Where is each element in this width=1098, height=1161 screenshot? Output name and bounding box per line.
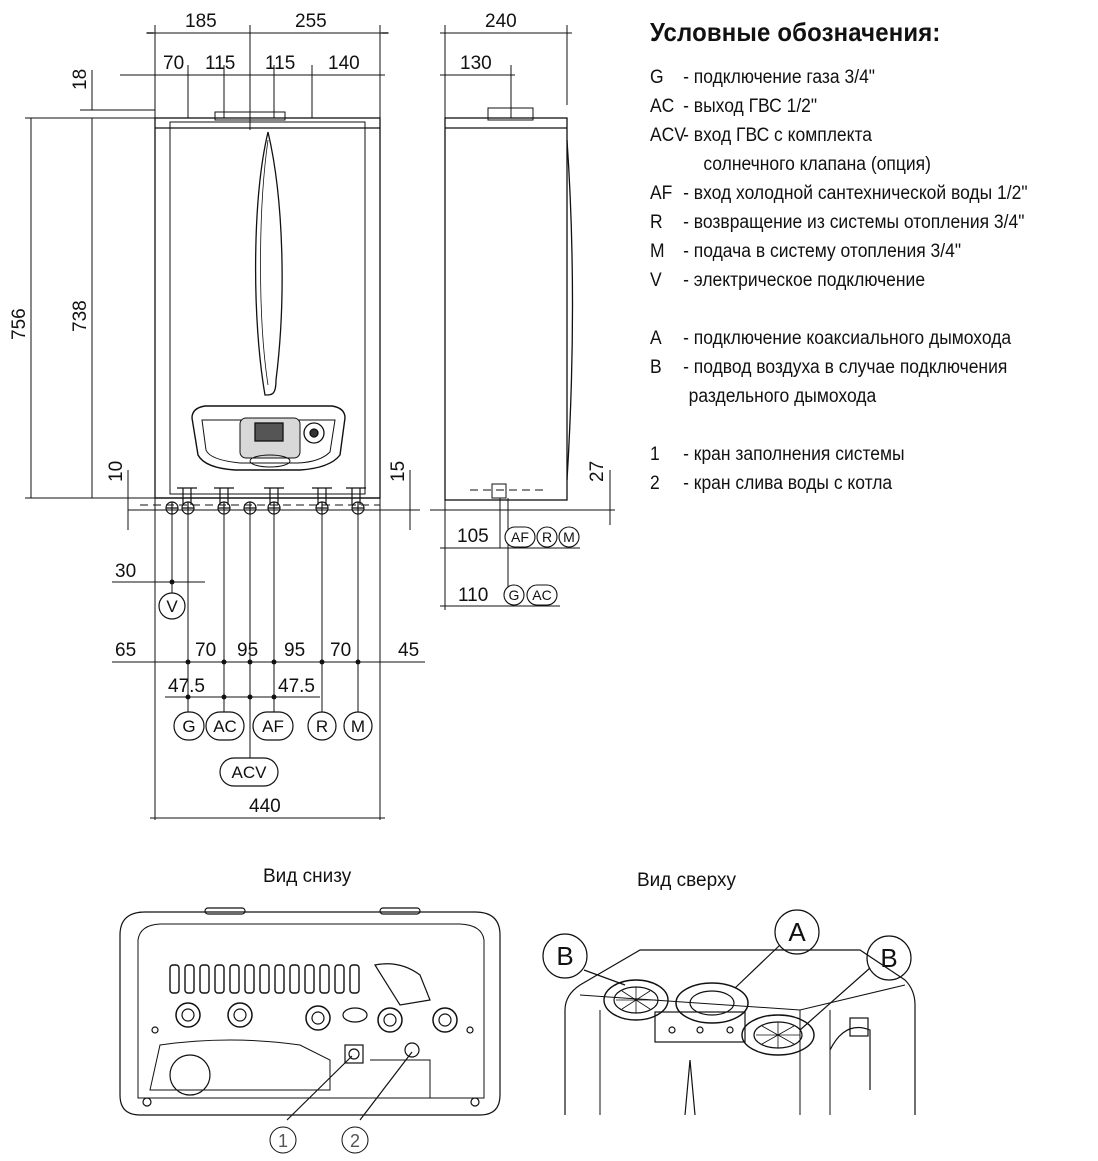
dim-240: 240 bbox=[485, 11, 517, 32]
bottom-view-title: Вид снизу bbox=[263, 866, 352, 887]
legend-text: - подключение коаксиального дымохода bbox=[683, 328, 1012, 349]
legend-item: ACV- вход ГВС с комплекта bbox=[650, 121, 1055, 150]
legend-text: - подвод воздуха в случае подключения bbox=[683, 357, 1008, 378]
dim-756: 756 bbox=[9, 308, 30, 340]
legend-text: - выход ГВС 1/2" bbox=[683, 96, 818, 117]
dim-65: 65 bbox=[115, 640, 136, 661]
tag-R: R bbox=[316, 717, 328, 736]
legend-title: Условные обозначения: bbox=[650, 17, 941, 47]
legend-code: 2 bbox=[650, 473, 660, 494]
dim-27: 27 bbox=[587, 461, 608, 482]
side-tag-M: M bbox=[563, 529, 575, 545]
legend-text: раздельного дымохода bbox=[688, 386, 877, 407]
dim-18: 18 bbox=[70, 69, 91, 90]
dim-70-top: 70 bbox=[163, 53, 184, 74]
dim-45: 45 bbox=[398, 640, 419, 661]
tag-M: M bbox=[351, 717, 365, 736]
legend-code: B bbox=[650, 357, 662, 378]
callout-A: A bbox=[788, 917, 806, 947]
dim-255: 255 bbox=[295, 11, 327, 32]
front-view bbox=[128, 111, 420, 515]
legend-text: - вход ГВС с комплекта bbox=[683, 125, 872, 146]
dim-130: 130 bbox=[460, 53, 492, 74]
tag-ACV: ACV bbox=[232, 763, 268, 782]
callout-1: 1 bbox=[278, 1131, 288, 1151]
dim-95-a: 95 bbox=[237, 640, 258, 661]
dim-30: 30 bbox=[115, 561, 136, 582]
legend-code: AF bbox=[650, 183, 673, 204]
legend-text: - вход холодной сантехнической воды 1/2" bbox=[683, 183, 1028, 204]
legend-item: V - электрическое подключение bbox=[650, 266, 1055, 295]
dim-10: 10 bbox=[106, 461, 127, 482]
bottom-view-callouts: 1 2 bbox=[278, 1131, 360, 1151]
dim-70-b: 70 bbox=[330, 640, 351, 661]
side-tag-AF: AF bbox=[511, 529, 529, 545]
legend: Условные обозначения: G - подключение газ… bbox=[650, 18, 1055, 498]
air-inlet-fan-right bbox=[741, 1014, 815, 1056]
dim-140: 140 bbox=[328, 53, 360, 74]
top-view bbox=[542, 909, 916, 1116]
legend-code: V bbox=[650, 270, 662, 291]
dim-15: 15 bbox=[388, 461, 409, 482]
callout-B-right: B bbox=[880, 943, 897, 973]
legend-code: ACV bbox=[650, 125, 686, 146]
legend-item: A - подключение коаксиального дымохода bbox=[650, 324, 1055, 353]
legend-item: 2 - кран слива воды с котла bbox=[650, 469, 1055, 498]
dim-738: 738 bbox=[70, 300, 91, 332]
top-view-callouts: B A B bbox=[556, 917, 897, 973]
side-tags: AF R M G AC bbox=[503, 526, 580, 606]
side-tag-AC: AC bbox=[532, 587, 551, 603]
front-dimensions: 185 255 70 115 115 140 18 756 738 10 15 … bbox=[9, 11, 425, 820]
legend-item: AC - выход ГВС 1/2" bbox=[650, 92, 1055, 121]
air-inlet-fan-left bbox=[603, 979, 669, 1021]
legend-item: G - подключение газа 3/4" bbox=[650, 63, 1055, 92]
legend-text: - подключение газа 3/4" bbox=[683, 67, 876, 88]
legend-text: - возвращение из системы отопления 3/4" bbox=[683, 212, 1025, 233]
coaxial-flue bbox=[654, 982, 749, 1043]
dim-47-5-a: 47.5 bbox=[168, 676, 205, 697]
top-view-title: Вид сверху bbox=[637, 870, 736, 891]
legend-text: - кран слива воды с котла bbox=[683, 473, 893, 494]
legend-code: R bbox=[650, 212, 663, 233]
legend-item: раздельного дымохода bbox=[650, 382, 1055, 411]
legend-item: 1 - кран заполнения системы bbox=[650, 440, 1055, 469]
legend-code: AC bbox=[650, 96, 675, 117]
legend-text: - кран заполнения системы bbox=[683, 444, 905, 465]
dim-185: 185 bbox=[185, 11, 217, 32]
tag-G: G bbox=[182, 717, 195, 736]
legend-item: солнечного клапана (опция) bbox=[650, 150, 1055, 179]
dim-70-a: 70 bbox=[195, 640, 216, 661]
side-dimensions: 240 130 27 105 110 bbox=[457, 11, 608, 606]
legend-text: - подача в систему отопления 3/4" bbox=[683, 241, 962, 262]
legend-code: M bbox=[650, 241, 665, 262]
dim-440: 440 bbox=[249, 796, 281, 817]
side-view bbox=[430, 25, 615, 610]
legend-code: G bbox=[650, 67, 664, 88]
legend-item: AF - вход холодной сантехнической воды 1/… bbox=[650, 179, 1055, 208]
side-tag-G: G bbox=[509, 587, 520, 603]
tag-AF: AF bbox=[262, 717, 284, 736]
dim-47-5-b: 47.5 bbox=[278, 676, 315, 697]
callout-2: 2 bbox=[350, 1131, 360, 1151]
legend-code: 1 bbox=[650, 444, 660, 465]
legend-item: M - подача в систему отопления 3/4" bbox=[650, 237, 1055, 266]
legend-text: - электрическое подключение bbox=[683, 270, 926, 291]
dim-115a: 115 bbox=[205, 53, 235, 74]
legend-text: солнечного клапана (опция) bbox=[703, 154, 931, 175]
side-tag-R: R bbox=[542, 529, 552, 545]
legend-item: R - возвращение из системы отопления 3/4" bbox=[650, 208, 1055, 237]
dim-105: 105 bbox=[457, 526, 489, 547]
callout-B-left: B bbox=[556, 941, 573, 971]
connection-tags: V G AC AF R M ACV bbox=[158, 592, 373, 787]
tag-AC: AC bbox=[213, 717, 237, 736]
tag-V: V bbox=[166, 597, 178, 616]
dim-95-b: 95 bbox=[284, 640, 305, 661]
dim-115b: 115 bbox=[265, 53, 295, 74]
dim-110: 110 bbox=[458, 585, 488, 606]
legend-code: A bbox=[650, 328, 662, 349]
bottom-view bbox=[119, 907, 501, 1154]
legend-item: B - подвод воздуха в случае подключения bbox=[650, 353, 1055, 382]
